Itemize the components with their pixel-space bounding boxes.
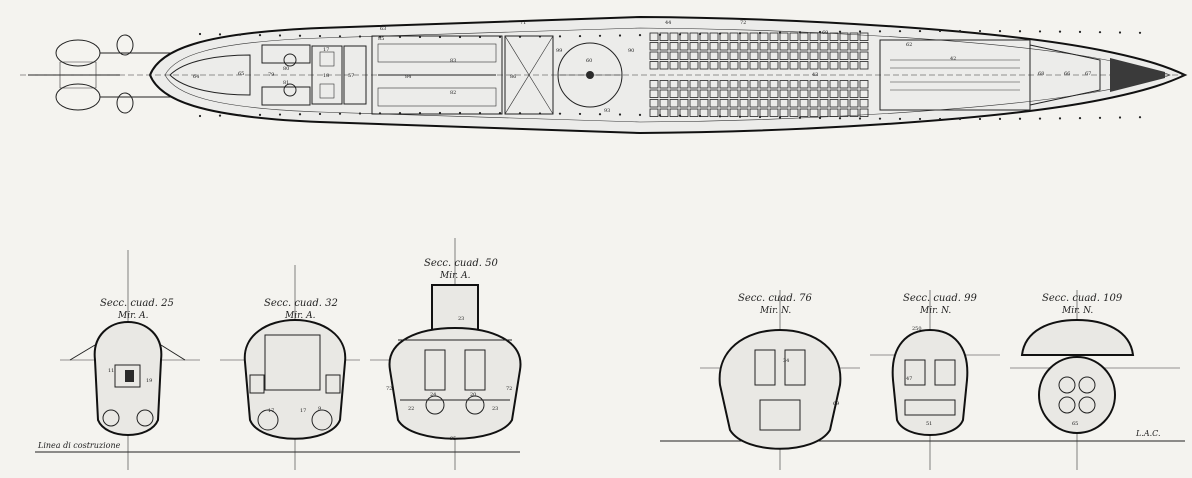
section-number: 65 [1072, 421, 1078, 427]
signature: L.A.C. [1135, 429, 1161, 438]
section-subtitle: Mir. N. [1061, 306, 1093, 316]
plan-number: 90 [628, 48, 634, 54]
plan-number: 85 [378, 36, 384, 42]
plan-number: 68 [1038, 71, 1044, 77]
section-number: 20 [470, 392, 476, 398]
plan-number: 57 [348, 73, 354, 79]
section-number: 51 [926, 421, 932, 427]
section-number: 72 [386, 386, 392, 392]
plan-number: 66 [1064, 71, 1070, 77]
section-number: 69 [833, 401, 839, 407]
section-title: Secc. cuad. 109 [1042, 293, 1123, 304]
section-number: 250 [912, 326, 922, 332]
section-50: 23 72 72 24 20 22 23 95 Secc. cuad. 50 M… [386, 238, 522, 470]
section-title: Secc. cuad. 76 [738, 293, 812, 304]
section-25: 11 19 Secc. cuad. 25 Mir. A. [69, 250, 186, 470]
section-number: 11 [108, 368, 114, 374]
section-number: 24 [430, 392, 436, 398]
section-title: Secc. cuad. 99 [903, 293, 977, 304]
section-number: 19 [146, 378, 152, 384]
plan-number: 63 [380, 26, 386, 32]
plan-number: 83 [450, 58, 456, 64]
plan-number: 79 [268, 72, 274, 78]
section-subtitle: Mir. N. [759, 306, 791, 316]
plan-number: 44 [665, 20, 671, 26]
section-number: 34 [783, 358, 789, 364]
section-number: 72 [506, 386, 512, 392]
plan-number: 65 [238, 71, 244, 77]
bow-tip [1110, 58, 1165, 92]
waterlines [60, 354, 1180, 369]
plan-number: 72 [740, 20, 746, 26]
section-109: 65 Secc. cuad. 109 Mir. N. [1020, 290, 1135, 470]
plan-number: 60 [586, 58, 592, 64]
section-number: 23 [492, 406, 498, 412]
baseline-label: Linea di costruzione [37, 441, 121, 450]
section-number: 17 [300, 408, 306, 414]
plan-number: 18 [323, 73, 329, 79]
section-number: 17 [268, 408, 274, 414]
plan-view: 64 65 79 80 81 17 18 57 84 83 82 86 85 9… [20, 15, 1188, 135]
section-subtitle: Mir. A. [284, 311, 316, 321]
battery-grid [649, 32, 869, 117]
plan-number: 71 [520, 20, 526, 26]
section-76: 34 69 Secc. cuad. 76 Mir. N. [718, 290, 842, 470]
plan-number: 42 [950, 56, 956, 62]
section-title: Secc. cuad. 32 [264, 298, 338, 309]
engine-room [261, 44, 367, 106]
plan-number: 81 [283, 80, 289, 86]
plan-number: 69 [822, 30, 828, 36]
section-title: Secc. cuad. 50 [424, 258, 498, 269]
hull-rivets [198, 29, 1142, 121]
section-number: 23 [458, 316, 464, 322]
section-subtitle: Mir. N. [919, 306, 951, 316]
section-32: 17 17 9 Secc. cuad. 32 Mir. A. [243, 265, 347, 470]
section-number: 95 [450, 436, 456, 442]
section-subtitle: Mir. A. [439, 271, 471, 281]
plan-number: 67 [1085, 71, 1091, 77]
plan-number: 82 [450, 90, 456, 96]
plan-number: 84 [405, 74, 411, 80]
plan-number: 43 [812, 72, 818, 78]
plan-number: 99 [556, 48, 562, 54]
plan-numbers: 64 65 79 80 81 17 18 57 84 83 82 86 85 9… [193, 20, 1091, 114]
section-number: 47 [906, 376, 912, 382]
section-number: 9 [318, 406, 321, 412]
section-title: Secc. cuad. 25 [100, 298, 174, 309]
plan-number: 17 [323, 47, 329, 53]
section-subtitle: Mir. A. [117, 311, 149, 321]
plan-number: 93 [604, 108, 610, 114]
section-number: 22 [408, 406, 414, 412]
plan-number: 86 [510, 74, 516, 80]
plan-number: 64 [193, 74, 199, 80]
plan-number: 80 [283, 66, 289, 72]
conning-tower [557, 42, 623, 108]
plan-number: 62 [906, 42, 912, 48]
section-99: 250 47 51 Secc. cuad. 99 Mir. N. [891, 290, 977, 470]
